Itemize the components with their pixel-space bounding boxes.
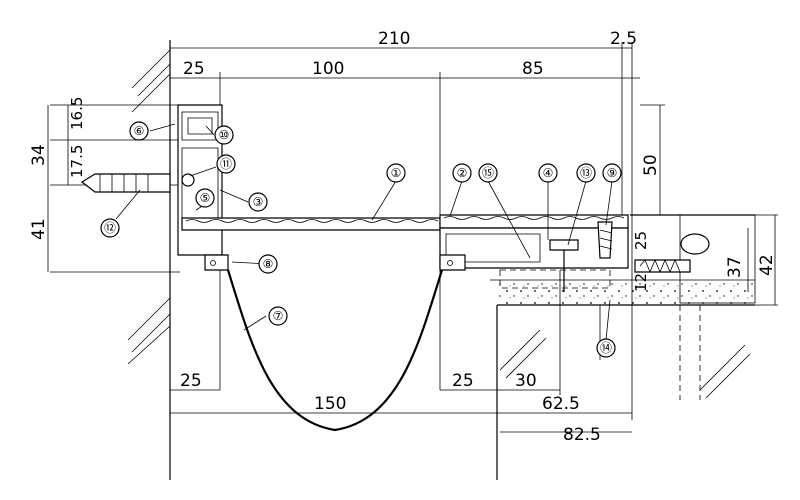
svg-text:⑫: ⑫ (104, 221, 116, 235)
dim-34: 34 (29, 144, 49, 166)
dimension-labels: 210 2.5 25 100 85 16.5 17.5 34 41 50 25 … (29, 29, 777, 445)
callout-6: ⑥ (129, 121, 149, 141)
flexible-membrane (226, 269, 444, 432)
svg-text:③: ③ (253, 195, 264, 209)
callout-7: ⑦ (268, 306, 288, 326)
dim-25-bottom-mid: 25 (452, 371, 474, 391)
callout-markers: ① ② ③ ④ ⑤ ⑥ ⑦ ⑧ (100, 121, 622, 358)
svg-text:⑮: ⑮ (482, 166, 494, 180)
callout-13: ⑬ (576, 163, 596, 183)
svg-text:⑩: ⑩ (219, 128, 230, 142)
dim-16-5: 16.5 (68, 97, 86, 130)
callout-4: ④ (538, 163, 558, 183)
dim-12: 12 (632, 273, 650, 292)
dim-62-5: 62.5 (542, 394, 580, 414)
callout-8: ⑧ (258, 254, 278, 274)
dim-30: 30 (515, 371, 537, 391)
svg-text:①: ① (391, 166, 402, 180)
dim-2-5-top: 2.5 (610, 29, 637, 49)
dim-25-bottom-left: 25 (180, 371, 202, 391)
callout-2: ② (452, 163, 472, 183)
callout-10: ⑩ (214, 125, 234, 145)
svg-text:④: ④ (543, 166, 554, 180)
callout-15: ⑮ (478, 163, 498, 183)
svg-text:⑬: ⑬ (580, 166, 592, 180)
svg-text:⑦: ⑦ (273, 309, 284, 323)
svg-text:⑥: ⑥ (134, 124, 145, 138)
dim-25-right: 25 (632, 231, 650, 250)
svg-text:⑤: ⑤ (200, 191, 211, 205)
dim-41: 41 (29, 218, 49, 240)
svg-text:⑭: ⑭ (600, 341, 612, 355)
svg-text:②: ② (457, 166, 468, 180)
left-wall (127, 40, 171, 480)
dim-17-5: 17.5 (68, 145, 86, 178)
callout-3: ③ (248, 192, 268, 212)
anchor-bolt (80, 173, 195, 193)
floor-side-frame (439, 221, 710, 292)
callout-12: ⑫ (100, 218, 120, 238)
dim-150: 150 (314, 394, 346, 414)
right-structure (490, 214, 756, 480)
dim-25-top: 25 (183, 59, 205, 79)
callout-1: ① (386, 163, 406, 183)
dimension-lines (47, 42, 778, 433)
dim-100: 100 (312, 59, 344, 79)
dim-82-5: 82.5 (563, 425, 601, 445)
dim-42: 42 (757, 254, 777, 276)
dim-85: 85 (522, 59, 544, 79)
callout-5: ⑤ (195, 188, 215, 208)
callout-14: ⑭ (596, 338, 616, 358)
dim-210: 210 (378, 29, 410, 49)
svg-text:⑨: ⑨ (607, 166, 618, 180)
svg-text:⑧: ⑧ (263, 257, 274, 271)
callout-9: ⑨ (602, 163, 622, 183)
dim-50: 50 (641, 154, 661, 176)
dim-37: 37 (725, 256, 745, 278)
svg-text:⑪: ⑪ (220, 157, 232, 171)
callout-11: ⑪ (216, 154, 236, 174)
